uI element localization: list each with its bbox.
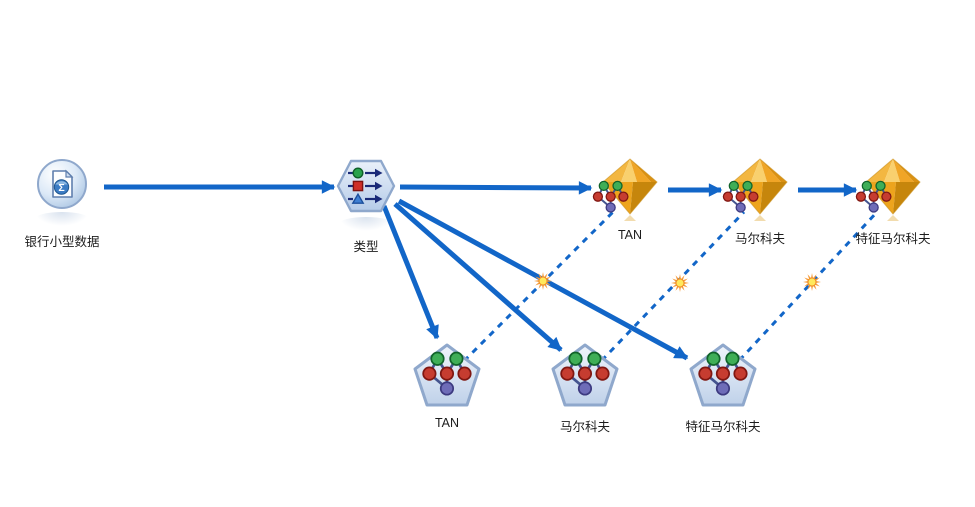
model-nugget-gem-icon[interactable] [592,157,665,221]
node-label: 类型 [353,240,379,254]
model-link-markov[interactable] [583,210,746,380]
link-type-to-builder-tan[interactable] [381,205,440,340]
bayes-net-model-icon[interactable] [688,342,758,408]
model-nugget-gem-icon[interactable] [855,157,928,221]
node-builder-markov[interactable]: 马尔科夫 [525,342,645,435]
node-label: TAN [434,416,460,430]
node-label: 马尔科夫 [559,420,610,434]
bayes-net-model-icon[interactable] [550,342,620,408]
model-nugget-gem-icon[interactable] [722,157,795,221]
sigma-glyph: Σ [58,182,64,194]
node-label: 特征马尔科夫 [685,420,761,434]
model-link-feature-markov[interactable] [721,210,879,380]
node-label: 马尔科夫 [734,232,785,246]
node-reflection [35,212,89,226]
statistics-file-source-icon[interactable]: Σ [36,158,88,210]
node-builder-tan[interactable]: TAN [387,342,507,430]
node-builder-feature-markov[interactable]: 特征马尔科夫 [663,342,783,435]
model-link-sunburst-icon [670,273,690,293]
node-label: TAN [617,228,643,242]
node-source[interactable]: Σ 银行小型数据 [2,158,122,250]
node-nugget-markov[interactable]: 马尔科夫 [700,157,820,247]
bayes-net-model-icon[interactable] [412,342,482,408]
type-field-ops-icon[interactable] [335,157,397,215]
node-nugget-tan[interactable]: TAN [570,157,690,242]
node-label: 银行小型数据 [24,235,100,249]
node-reflection [339,217,393,231]
link-type-to-builder-markov[interactable] [393,202,563,352]
model-link-tan[interactable] [445,210,615,380]
node-type[interactable]: 类型 [306,157,426,255]
link-type-to-nugget-tan[interactable] [399,181,593,195]
node-nugget-feature-markov[interactable]: 特征马尔科夫 [833,157,953,247]
node-label: 特征马尔科夫 [855,232,931,246]
